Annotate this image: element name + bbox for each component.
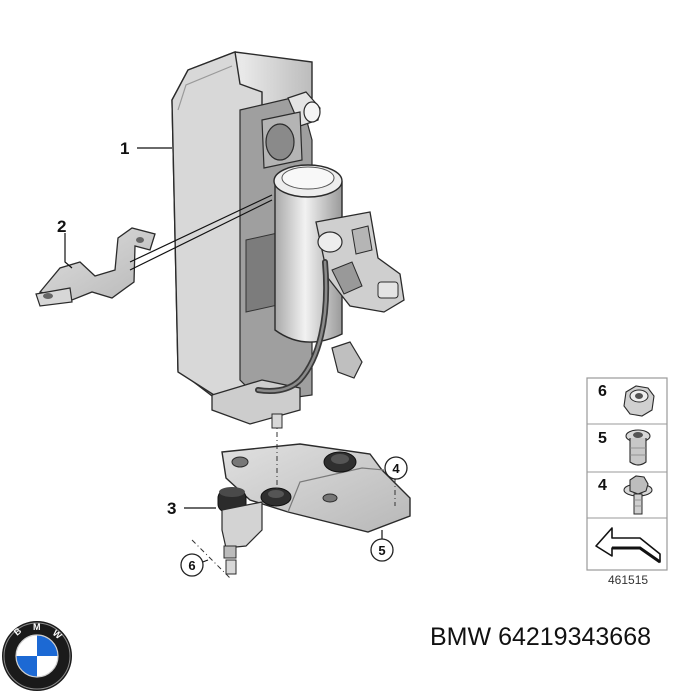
- hose-clip: [331, 341, 363, 379]
- callout-3: 3: [167, 499, 176, 518]
- leader-lines: [64, 147, 396, 564]
- stud-top: [271, 413, 283, 429]
- mounting-plate: [217, 443, 411, 559]
- svg-text:B: B: [12, 625, 24, 637]
- assembly-lines: [191, 420, 396, 579]
- rivet-nut-icon: [625, 429, 651, 466]
- svg-text:M: M: [33, 622, 41, 632]
- brand-name: BMW: [430, 623, 492, 651]
- hex-nut-icon: [623, 385, 655, 417]
- bmw-roundel-logo: B M W: [2, 621, 72, 691]
- callout-6: 6: [188, 558, 195, 573]
- holder-bracket: [35, 227, 156, 307]
- reference-arrow-icon: [595, 527, 661, 564]
- callout-4: 4: [392, 461, 400, 476]
- callout-4-circle: [384, 456, 408, 480]
- callout-2: 2: [57, 217, 66, 236]
- hex-bolt-icon: [623, 475, 653, 515]
- callout-5: 5: [378, 543, 385, 558]
- callout-6-circle: [180, 553, 204, 577]
- hardware-legend: 6 5 4: [586, 377, 668, 571]
- legend-number-4: 4: [598, 477, 607, 494]
- callout-1: 1: [120, 139, 129, 158]
- legend-number-5: 5: [598, 430, 607, 447]
- legend-number-6: 6: [598, 383, 607, 400]
- callout-5-circle: [370, 538, 394, 562]
- part-number: 64219343668: [498, 623, 652, 651]
- stud-lower: [225, 559, 237, 575]
- part-caption: BMW 64219343668: [430, 623, 651, 652]
- reference-number: 461515: [608, 573, 648, 587]
- valve-block: [315, 211, 405, 313]
